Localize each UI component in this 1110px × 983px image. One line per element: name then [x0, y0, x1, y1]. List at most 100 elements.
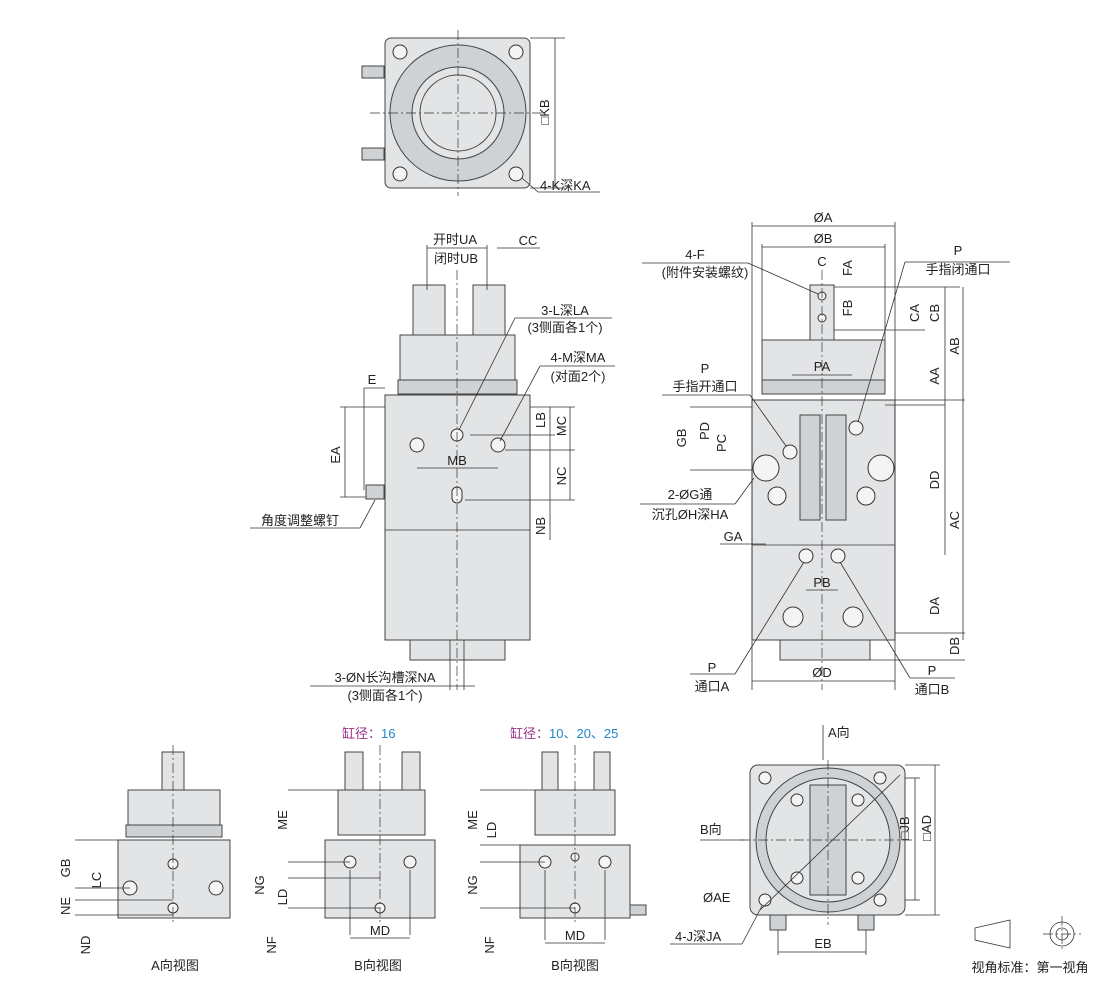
mount-hole-g — [867, 454, 895, 482]
hole — [790, 871, 804, 885]
front-view: ØA ØB 4-F (附件安装螺纹) C FA FB P 手指闭通口 CA CB… — [640, 210, 1010, 697]
label-port-b: 通口B — [915, 682, 950, 697]
bore-value: 16 — [381, 726, 395, 741]
dim-ub: 闭时UB — [434, 251, 478, 266]
label-k: 4-K深KA — [540, 178, 591, 193]
hole — [851, 793, 865, 807]
fitting — [842, 606, 864, 628]
dim-nd: ND — [78, 936, 93, 955]
front-body — [751, 399, 896, 641]
dim-cc: CC — [519, 233, 538, 248]
caption-view-a: A向视图 — [151, 958, 199, 973]
hole — [208, 880, 224, 896]
port-a — [798, 548, 814, 564]
side-view: 开时UA CC 闭时UB 3-L深LA (3侧面各1个) 4-M深MA (对面2… — [250, 232, 615, 703]
top-view: □KB 4-K深KA — [361, 30, 600, 196]
bottom-view: A向 B向 ØAE 4-J深JA EB □JB □AD — [670, 725, 940, 955]
dim-ua: 开时UA — [433, 232, 477, 247]
fitting — [782, 606, 804, 628]
bore-label-text: 缸径： — [510, 726, 549, 741]
dim-fa: FA — [840, 260, 855, 276]
dim-ld: LD — [484, 822, 499, 839]
dim-a: ØA — [814, 210, 833, 225]
label-p-open: P — [701, 361, 710, 376]
fitting — [769, 914, 787, 931]
label-n-note: (3侧面各1个) — [347, 688, 422, 703]
nut — [767, 486, 787, 506]
side-fitting — [361, 65, 385, 79]
b-head — [337, 789, 426, 836]
dim-pc: PC — [714, 434, 729, 452]
dim-pd: PD — [697, 422, 712, 440]
front-bottom — [779, 639, 871, 661]
mount-hole — [508, 166, 524, 182]
dim-db: DB — [947, 637, 962, 655]
port-b — [830, 548, 846, 564]
finger-right — [472, 284, 506, 341]
dim-lc: LC — [89, 872, 104, 889]
view-a: GB LC NE ND A向视图 — [58, 745, 231, 973]
dim-ld: LD — [275, 889, 290, 906]
dim-e: E — [368, 372, 377, 387]
dim-me: ME — [275, 810, 290, 830]
side-head — [399, 334, 516, 381]
label-p-close: P — [954, 243, 963, 258]
label-p-b: P — [928, 663, 937, 678]
label-f: 4-F — [685, 247, 705, 262]
hole-m — [409, 437, 425, 453]
a-scale — [125, 824, 223, 838]
adjust-screw — [629, 904, 647, 916]
dim-aa: AA — [927, 367, 942, 385]
dim-nb: NB — [533, 517, 548, 535]
dim-da: DA — [927, 597, 942, 615]
view-b-16: 缸径：16 ME NG LD NF MD B向视图 — [252, 726, 436, 973]
dim-nf: NF — [264, 936, 279, 953]
mount-hole — [873, 893, 887, 907]
label-m-note: (对面2个) — [551, 369, 606, 384]
dim-lb: LB — [533, 412, 548, 428]
finger-left — [412, 284, 446, 341]
dim-eb: EB — [814, 936, 831, 951]
mount-hole — [758, 771, 772, 785]
finger-left — [541, 751, 559, 791]
dim-pb: PB — [813, 575, 830, 590]
cone-icon — [974, 919, 1011, 949]
dim-nc: NC — [554, 467, 569, 486]
label-open-port: 手指开通口 — [672, 379, 737, 394]
dim-gb: GB — [58, 859, 73, 878]
dim-b: ØB — [814, 231, 833, 246]
label-n: 3-ØN长沟槽深NA — [334, 670, 435, 685]
dim-ca: CA — [907, 304, 922, 322]
dim-fb: FB — [840, 300, 855, 317]
dim-ne: NE — [58, 897, 73, 915]
dim-gb: GB — [674, 429, 689, 448]
mount-hole — [508, 44, 524, 60]
dim-c: C — [817, 254, 826, 269]
hole — [790, 793, 804, 807]
bore-label: 缸径：16 — [342, 726, 395, 741]
bore-label-text: 缸径： — [342, 726, 381, 741]
view-b-25: 缸径：10、20、25 ME LD NG NF MD B向视图 — [465, 726, 647, 973]
label-h: 沉孔ØH深HA — [652, 507, 729, 522]
label-f-note: (附件安装螺纹) — [662, 265, 749, 280]
nut — [856, 486, 876, 506]
label-l-note: (3侧面各1个) — [527, 320, 602, 335]
a-head — [127, 789, 221, 826]
dim-kb: □KB — [537, 99, 552, 124]
dim-dd: DD — [927, 471, 942, 490]
front-head — [761, 339, 886, 381]
mount-hole — [758, 893, 772, 907]
fitting — [857, 914, 875, 931]
adjust-screw — [365, 484, 385, 500]
dim-me: ME — [465, 810, 480, 830]
front-scale — [761, 379, 886, 395]
hole — [403, 855, 417, 869]
hole — [851, 871, 865, 885]
label-j: 4-J深JA — [675, 929, 722, 944]
side-fitting — [361, 147, 385, 161]
projection-symbol: 视角标准：第一视角 — [971, 916, 1089, 975]
mount-hole — [392, 166, 408, 182]
caption-view-b: B向视图 — [354, 958, 402, 973]
label-m: 4-M深MA — [551, 350, 606, 365]
projection-label: 视角标准：第一视角 — [971, 960, 1088, 975]
